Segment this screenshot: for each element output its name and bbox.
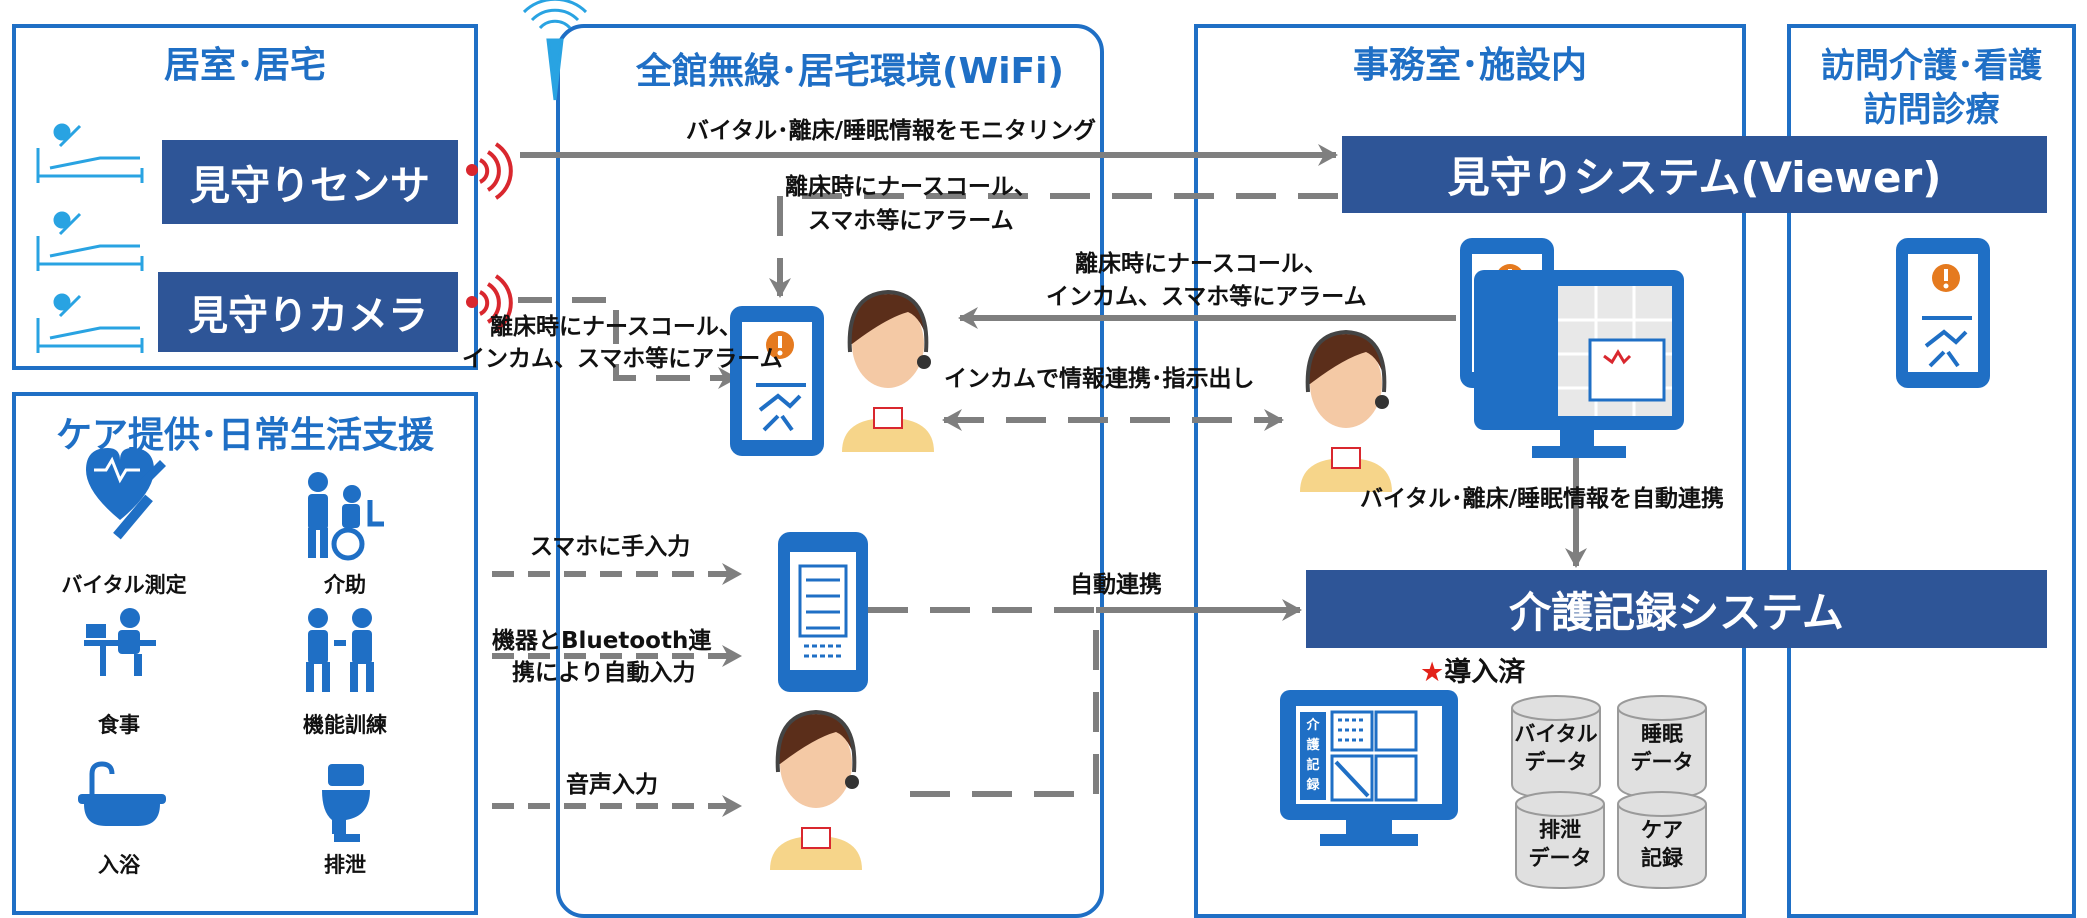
section-visit-title-2: 訪問診療 — [1863, 90, 2000, 130]
database-vital: バイタルデータ — [1512, 700, 1600, 800]
installed-marker: ★導入済 — [1420, 656, 1525, 690]
care-item-vital: バイタル測定 — [61, 573, 187, 597]
label-auto-link: 自動連携 — [1070, 572, 1162, 598]
monitor-char-4: 録 — [1306, 778, 1320, 793]
sensor-box: 見守りセンサ — [162, 140, 458, 224]
installed-label: 導入済 — [1444, 657, 1526, 688]
label-alarm-b1: 離床時にナースコール、 — [1075, 251, 1327, 277]
viewer-box: 見守りシステム(Viewer) — [1342, 136, 2047, 213]
care-item-bath: 入浴 — [98, 853, 140, 877]
care-item-training: 機能訓練 — [303, 713, 387, 737]
database-sleep-line1: 睡眠 — [1641, 722, 1683, 746]
section-wifi-title: 全館無線･居宅環境(WiFi) — [636, 51, 1064, 92]
label-voice-input: 音声入力 — [566, 772, 658, 798]
label-alarm-c1: 離床時にナースコール、 — [490, 314, 742, 340]
monitor-char-1: 介 — [1306, 718, 1320, 733]
database-care-record: ケア記録 — [1618, 796, 1706, 896]
label-monitoring: バイタル･離床/睡眠情報をモニタリング — [686, 118, 1096, 144]
camera-box: 見守りカメラ — [158, 272, 458, 352]
database-sleep: 睡眠データ — [1618, 700, 1706, 800]
care-item-meal: 食事 — [98, 713, 140, 737]
label-alarm-a1: 離床時にナースコール、 — [785, 174, 1037, 200]
star-icon: ★ — [1420, 657, 1445, 688]
database-care-record-line2: 記録 — [1641, 846, 1683, 870]
section-room-title: 居室･居宅 — [163, 45, 326, 86]
database-sleep-line2: データ — [1630, 750, 1694, 774]
care-record-box: 介護記録システム — [1306, 570, 2047, 648]
section-care-title: ケア提供･日常生活支援 — [55, 415, 434, 456]
database-care-record-line1: ケア — [1641, 818, 1683, 842]
monitor-screen-text: 介 護 記 録 — [1302, 716, 1324, 796]
label-bt-input2: 携により自動入力 — [512, 660, 696, 686]
database-excretion-line2: データ — [1528, 846, 1592, 870]
label-intercom: インカムで情報連携･指示出し — [944, 366, 1255, 392]
database-vital-line2: データ — [1524, 750, 1588, 774]
section-office-title: 事務室･施設内 — [1352, 45, 1587, 86]
care-item-assist: 介助 — [324, 573, 366, 597]
care-item-excretion: 排泄 — [324, 853, 366, 877]
label-bt-input1: 機器とBluetooth連 — [492, 628, 712, 654]
monitor-char-2: 護 — [1306, 738, 1320, 753]
database-excretion: 排泄データ — [1516, 796, 1604, 896]
section-visit-title-1: 訪問介護･看護 — [1821, 46, 2042, 86]
label-alarm-c2: インカム、スマホ等にアラーム — [462, 346, 783, 372]
label-manual-input: スマホに手入力 — [530, 534, 691, 560]
label-auto-link-vital: バイタル･離床/睡眠情報を自動連携 — [1360, 486, 1724, 512]
database-excretion-line1: 排泄 — [1539, 818, 1581, 842]
section-care: ケア提供･日常生活支援 — [12, 392, 478, 915]
label-alarm-a2: スマホ等にアラーム — [808, 208, 1014, 234]
label-alarm-b2: インカム、スマホ等にアラーム — [1046, 284, 1367, 310]
database-vital-line1: バイタル — [1514, 722, 1598, 746]
monitor-char-3: 記 — [1306, 758, 1320, 773]
